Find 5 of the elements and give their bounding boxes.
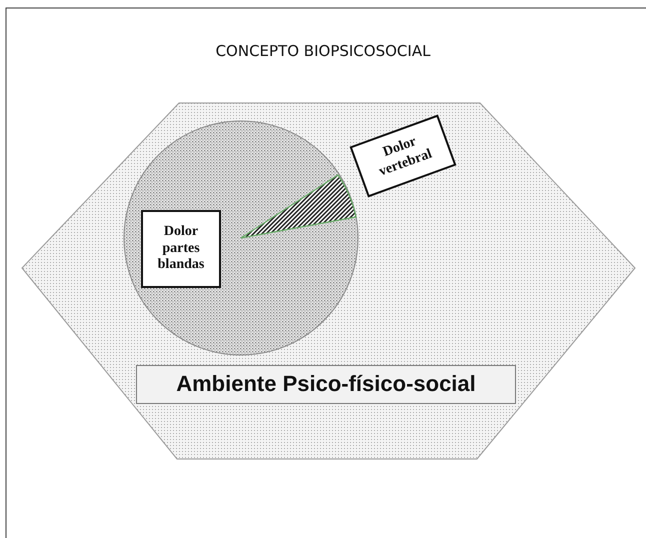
environment-label: Ambiente Psico-físico-social [136, 365, 516, 404]
title: CONCEPTO BIOPSICOSOCIAL [216, 42, 430, 60]
text-box: Dolor partes blandas [141, 210, 221, 288]
pie-slice [240, 174, 358, 240]
pie-circle [123, 120, 359, 356]
